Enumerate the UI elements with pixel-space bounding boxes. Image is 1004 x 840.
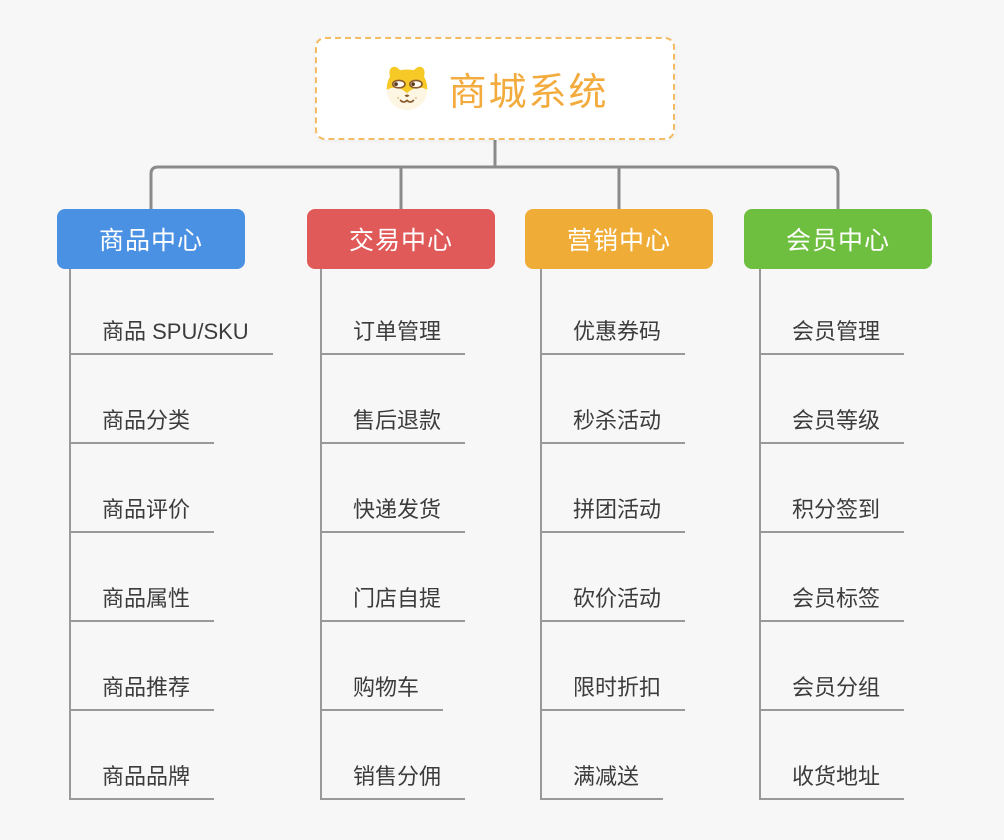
leaf-topic-label[interactable]: 售后退款 <box>320 406 466 444</box>
branch-trunk-line <box>759 269 761 800</box>
root-topic-node[interactable]: 商城系统 <box>315 37 675 140</box>
branch-trunk-line <box>540 269 542 800</box>
leaf-topic: 限时折扣 <box>540 622 780 711</box>
leaf-topic: 商品属性 <box>69 533 309 622</box>
root-topic-title: 商城系统 <box>448 72 609 114</box>
leaf-topic-label[interactable]: 优惠券码 <box>540 317 686 355</box>
branch-column-member-center: 会员管理 会员等级 积分签到 会员标签 会员分组 收货地址 <box>759 266 999 800</box>
leaf-topic: 购物车 <box>320 622 560 711</box>
leaf-topic: 销售分佣 <box>320 711 560 800</box>
leaf-topic: 满减送 <box>540 711 780 800</box>
branch-box-trade-center[interactable]: 交易中心 <box>307 209 495 269</box>
leaf-topic-label[interactable]: 门店自提 <box>320 584 466 622</box>
leaf-topic-label[interactable]: 会员分组 <box>759 673 905 711</box>
leaf-topic: 会员标签 <box>759 533 999 622</box>
leaf-topic: 优惠券码 <box>540 266 780 355</box>
leaf-topic-label[interactable]: 商品品牌 <box>69 762 215 800</box>
leaf-topic-label[interactable]: 销售分佣 <box>320 762 466 800</box>
branch-box-product-center[interactable]: 商品中心 <box>57 209 245 269</box>
leaf-topic: 会员等级 <box>759 355 999 444</box>
branch-column-product-center: 商品 SPU/SKU 商品分类 商品评价 商品属性 商品推荐 商品品牌 <box>69 266 309 800</box>
leaf-topic-label[interactable]: 收货地址 <box>759 762 905 800</box>
leaf-topic-label[interactable]: 秒杀活动 <box>540 406 686 444</box>
branch-trunk-line <box>320 269 322 800</box>
leaf-topic-label[interactable]: 限时折扣 <box>540 673 686 711</box>
branch-column-marketing-center: 优惠券码 秒杀活动 拼团活动 砍价活动 限时折扣 满减送 <box>540 266 780 800</box>
leaf-topic: 秒杀活动 <box>540 355 780 444</box>
leaf-topic: 订单管理 <box>320 266 560 355</box>
leaf-topic-label[interactable]: 快递发货 <box>320 495 466 533</box>
dog-face-icon <box>387 66 428 110</box>
leaf-topic-label[interactable]: 商品 SPU/SKU <box>69 317 273 355</box>
leaf-topic: 商品分类 <box>69 355 309 444</box>
branch-box-marketing-center[interactable]: 营销中心 <box>525 209 713 269</box>
leaf-topic: 售后退款 <box>320 355 560 444</box>
leaf-topic-label[interactable]: 砍价活动 <box>540 584 686 622</box>
leaf-topic: 积分签到 <box>759 444 999 533</box>
branch-trunk-line <box>69 269 71 800</box>
leaf-topic-label[interactable]: 会员标签 <box>759 584 905 622</box>
leaf-topic: 快递发货 <box>320 444 560 533</box>
leaf-topic-label[interactable]: 商品分类 <box>69 406 215 444</box>
leaf-topic: 砍价活动 <box>540 533 780 622</box>
leaf-topic: 商品推荐 <box>69 622 309 711</box>
leaf-topic-label[interactable]: 商品推荐 <box>69 673 215 711</box>
leaf-topic: 收货地址 <box>759 711 999 800</box>
leaf-topic-label[interactable]: 商品评价 <box>69 495 215 533</box>
leaf-topic: 会员管理 <box>759 266 999 355</box>
leaf-topic-label[interactable]: 购物车 <box>320 673 444 711</box>
leaf-topic-label[interactable]: 满减送 <box>540 762 664 800</box>
leaf-topic-label[interactable]: 订单管理 <box>320 317 466 355</box>
leaf-topic-label[interactable]: 会员管理 <box>759 317 905 355</box>
branch-column-trade-center: 订单管理 售后退款 快递发货 门店自提 购物车 销售分佣 <box>320 266 560 800</box>
leaf-topic-label[interactable]: 积分签到 <box>759 495 905 533</box>
leaf-topic: 商品 SPU/SKU <box>69 266 309 355</box>
leaf-topic: 会员分组 <box>759 622 999 711</box>
leaf-topic-label[interactable]: 会员等级 <box>759 406 905 444</box>
leaf-topic-label[interactable]: 商品属性 <box>69 584 215 622</box>
leaf-topic: 商品评价 <box>69 444 309 533</box>
leaf-topic: 拼团活动 <box>540 444 780 533</box>
leaf-topic-label[interactable]: 拼团活动 <box>540 495 686 533</box>
leaf-topic: 商品品牌 <box>69 711 309 800</box>
leaf-topic: 门店自提 <box>320 533 560 622</box>
branch-box-member-center[interactable]: 会员中心 <box>744 209 932 269</box>
